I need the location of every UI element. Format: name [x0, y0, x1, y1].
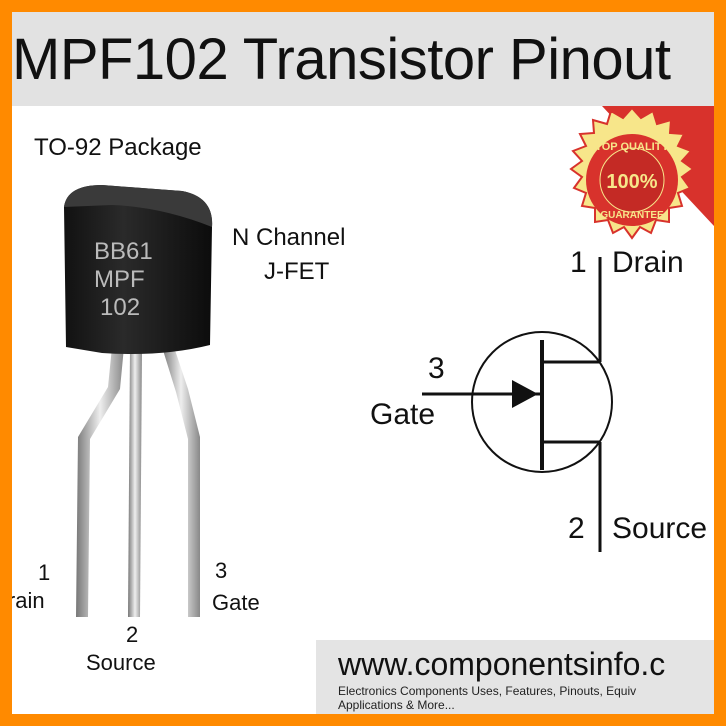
website-url: www.componentsinfo.c: [338, 646, 666, 682]
page-title: MPF102 Transistor Pinout: [12, 27, 671, 92]
marking-line-2: MPF: [94, 266, 145, 293]
tagline-line-1: Electronics Components Uses, Features, P…: [338, 684, 637, 698]
symbol-pin3-number: 3: [428, 352, 445, 385]
symbol-pin2-name: Source: [612, 512, 708, 545]
title-band: MPF102 Transistor Pinout: [12, 12, 714, 106]
transistor-body: [64, 185, 213, 354]
pin1-name: Drain: [12, 588, 45, 613]
lead-source: [128, 347, 142, 617]
symbol-pin1-name: Drain: [612, 246, 684, 279]
seal-bottom-text: GUARANTEE: [600, 210, 664, 221]
jfet-label: J-FET: [264, 258, 330, 285]
transistor-illustration: BB61 MPF 102: [64, 185, 213, 617]
symbol-pin1-number: 1: [570, 246, 587, 279]
lead-drain: [76, 347, 124, 617]
marking-line-1: BB61: [94, 238, 153, 265]
pin2-name: Source: [86, 650, 156, 675]
website-tagline: Electronics Components Uses, Features, P…: [338, 684, 636, 712]
symbol-pin3-name: Gate: [370, 398, 436, 431]
website-banner: www.componentsinfo.c Electronics Compone…: [316, 640, 714, 714]
tagline-line-2: Applications & More...: [338, 698, 455, 712]
channel-label: N Channel: [232, 224, 346, 251]
product-image: MPF102 Transistor Pinout TO-92 Package B…: [12, 12, 714, 714]
quality-seal-badge: TOP QUALITY 100% GUARANTEE: [569, 106, 714, 240]
symbol-pin2-number: 2: [568, 512, 585, 545]
jfet-symbol: [422, 257, 613, 552]
marking-line-3: 102: [100, 294, 140, 321]
pin2-number: 2: [126, 622, 139, 647]
pin3-number: 3: [215, 558, 228, 583]
seal-top-text: TOP QUALITY: [595, 141, 669, 153]
lead-gate: [162, 347, 200, 617]
pin1-number: 1: [38, 560, 51, 585]
pin3-name: Gate: [212, 590, 260, 615]
package-label: TO-92 Package: [34, 134, 202, 161]
seal-center-text: 100%: [606, 171, 657, 193]
